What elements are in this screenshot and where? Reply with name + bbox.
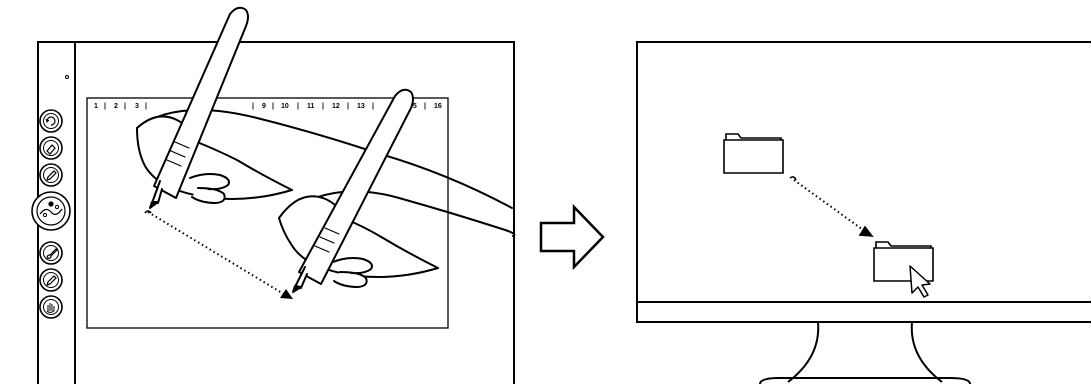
ruler-mark: 16 (434, 103, 442, 110)
fingers (189, 173, 230, 204)
ruler-mark: | (104, 103, 106, 110)
monitor (636, 41, 1091, 384)
drag-arrowhead (858, 225, 874, 237)
ruler-mark: | (347, 103, 349, 110)
brush-icon (46, 248, 58, 259)
monitor-frame (636, 41, 1091, 323)
fingers (332, 257, 373, 288)
pen-tablet (37, 41, 515, 384)
folder-target[interactable] (873, 241, 934, 282)
power-indicator (65, 75, 69, 79)
ruler-mark: 10 (281, 103, 289, 110)
tablet-body (37, 41, 515, 384)
zoom-wheel[interactable] (31, 191, 71, 231)
pen-grip (166, 141, 190, 167)
eraser-key[interactable] (39, 136, 63, 160)
pen-key[interactable] (39, 163, 63, 187)
ruler-mark: 15 (409, 103, 417, 110)
brush-key[interactable] (39, 241, 63, 265)
monitor-stand (759, 321, 971, 384)
ruler-mark: | (297, 103, 299, 110)
hand-icon (46, 303, 55, 313)
cursor-icon (909, 265, 931, 298)
pen-body (298, 88, 414, 285)
right-arrow-icon (539, 203, 605, 271)
pen-key-2[interactable] (39, 268, 63, 292)
ruler-mark: | (372, 103, 374, 110)
ruler: 1 | 2 | 3 | | 9 | 10 | 11 | 12 | 13 | | … (94, 103, 442, 110)
ruler-mark: 13 (357, 103, 365, 110)
folder-icon (723, 133, 784, 174)
hand-with-pen-end (278, 88, 516, 293)
ruler-mark: 3 (135, 103, 139, 110)
ruler-mark: 1 (94, 103, 98, 110)
ruler-mark: 12 (332, 103, 340, 110)
undo-icon (46, 116, 56, 126)
desktop (723, 133, 934, 298)
undo-key[interactable] (39, 109, 63, 133)
folder-icon (873, 241, 934, 282)
ruler-mark: | (424, 103, 426, 110)
ruler-mark: 2 (114, 103, 118, 110)
drag-path (793, 179, 867, 233)
forearm (278, 190, 516, 237)
tablet-stroke-path (144, 210, 293, 299)
hand-with-pen-start (136, 6, 513, 209)
pen-icon (46, 170, 57, 181)
eraser-icon (46, 144, 56, 155)
pen-grip (314, 227, 340, 253)
pen-body (153, 6, 249, 199)
pen-icon (46, 275, 57, 286)
stroke-arrowhead (280, 289, 293, 299)
hand-key[interactable] (39, 295, 63, 319)
ruler-mark: | (272, 103, 274, 110)
ruler-mark: | (124, 103, 126, 110)
express-keys (31, 109, 71, 319)
ruler-mark: 9 (262, 103, 266, 110)
ruler-mark: | (322, 103, 324, 110)
zoom-wheel-icon (39, 208, 63, 215)
ruler-mark: | (252, 103, 254, 110)
ruler-mark: | (145, 103, 147, 110)
folder-source[interactable] (723, 133, 784, 174)
ruler-mark: 11 (307, 103, 315, 110)
